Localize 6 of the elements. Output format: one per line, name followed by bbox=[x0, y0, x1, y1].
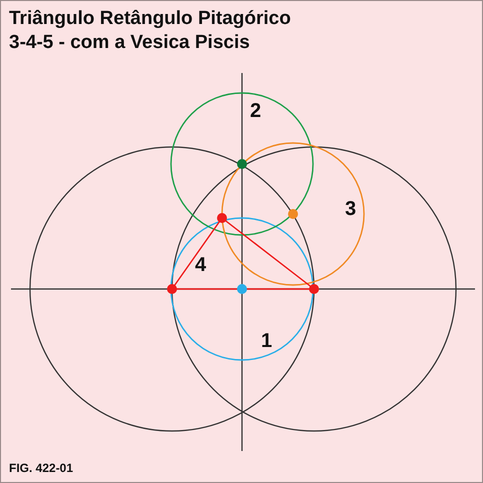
circle-number: 3 bbox=[345, 199, 356, 219]
diagram-title: Triângulo Retângulo Pitagórico 3-4-5 - com a Vesica Piscis bbox=[9, 7, 292, 55]
circle-number: 2 bbox=[250, 101, 262, 121]
circle-number: 4 bbox=[195, 255, 206, 275]
circle-number: 1 bbox=[261, 331, 272, 351]
figure-number: FIG. 422-01 bbox=[9, 462, 74, 474]
